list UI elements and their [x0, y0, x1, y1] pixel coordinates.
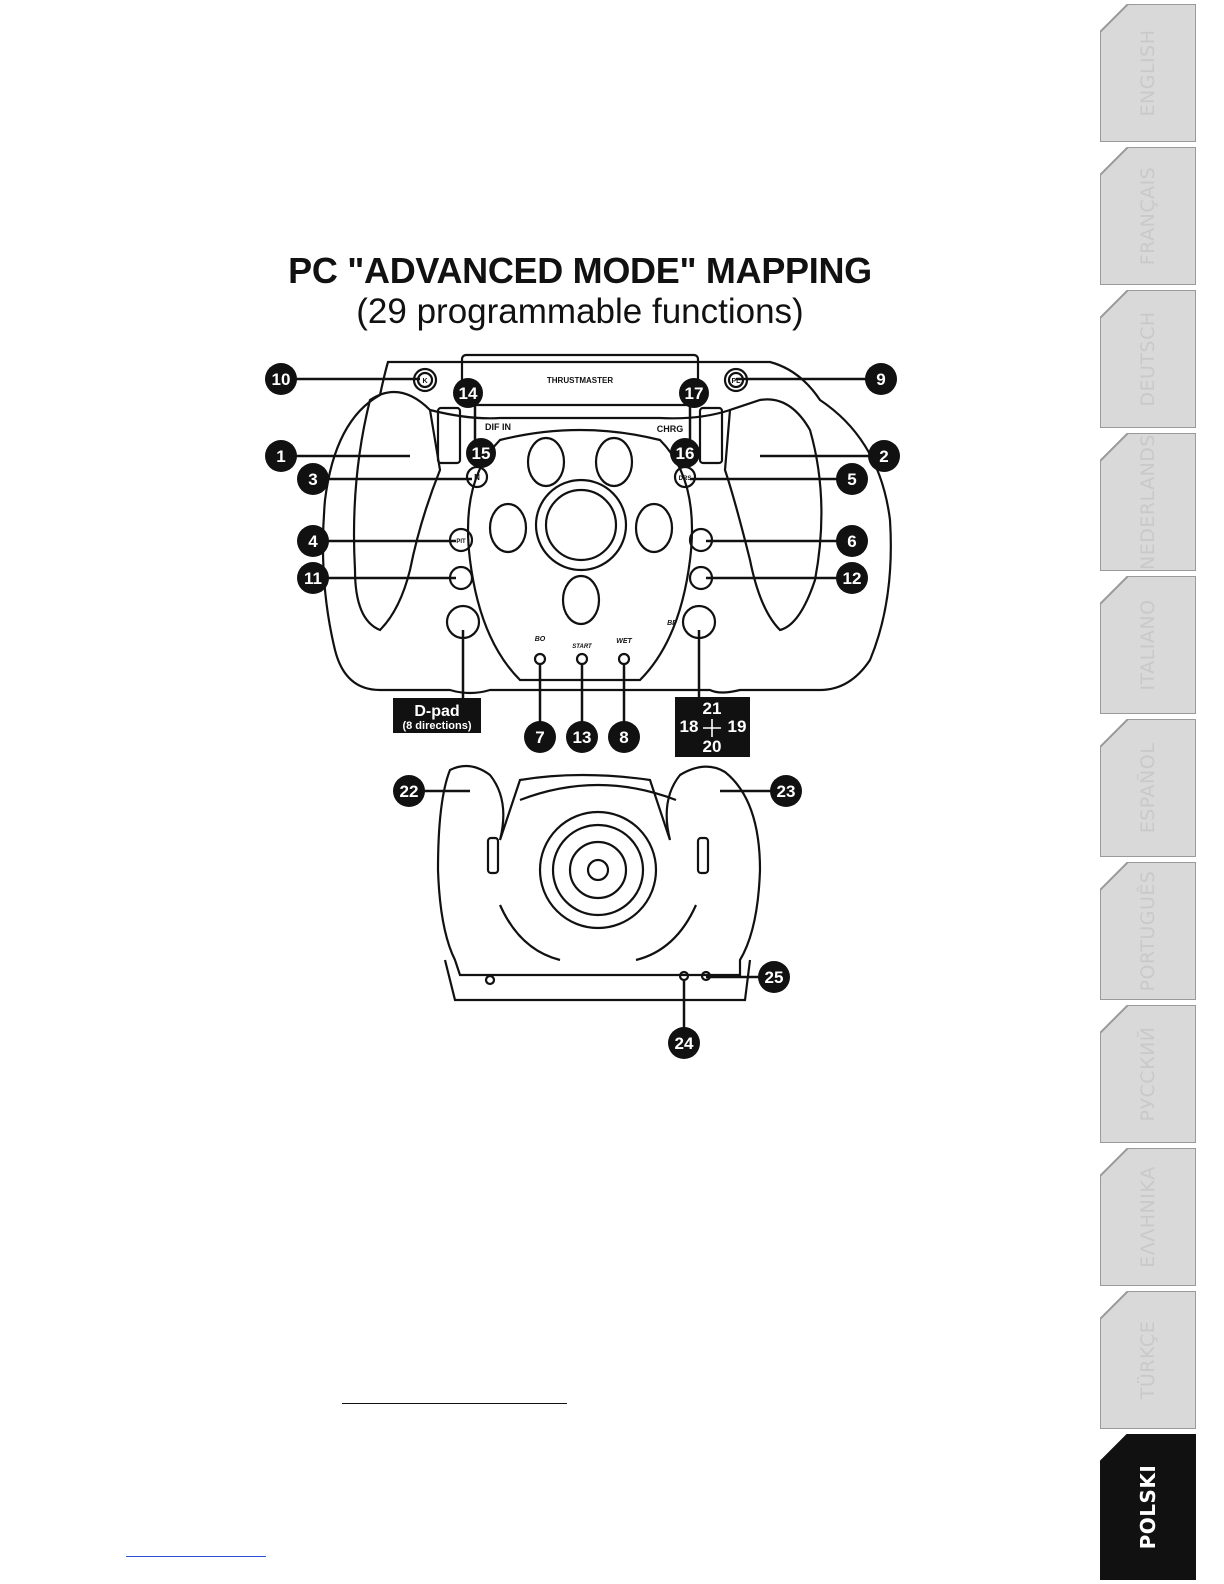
dpad-left-number: 18 — [680, 717, 699, 736]
callout-10: 10 — [272, 370, 291, 389]
dpad-down-number: 20 — [703, 737, 722, 756]
tab-francais-label: FRANÇAIS — [1137, 167, 1159, 266]
page-title: PC "ADVANCED MODE" MAPPING — [230, 250, 930, 292]
tab-italiano-label: ITALIANO — [1137, 599, 1159, 690]
callout-14: 14 — [459, 384, 478, 403]
callout-3: 3 — [308, 470, 317, 489]
tab-nederlands-label: NEDERLANDS — [1137, 434, 1159, 570]
callout-2: 2 — [879, 447, 888, 466]
callout-11: 11 — [304, 569, 322, 588]
tab-portugues-label: PORTUGUÊS — [1137, 871, 1159, 992]
page-subtitle: (29 programmable functions) — [230, 292, 930, 332]
callout-23: 23 — [777, 782, 796, 801]
button-drs-label: DRS — [679, 476, 692, 482]
knob-wet-label: WET — [616, 638, 632, 645]
button-pit-label: PIT — [456, 539, 466, 545]
quick-release-hub — [540, 812, 656, 928]
knob-bp-label: BP — [667, 620, 677, 627]
callout-24: 24 — [675, 1034, 694, 1053]
tab-ellinika-label: ΕΛΛΗΝΙΚΑ — [1137, 1166, 1159, 1268]
dpad-title: D-pad — [414, 703, 459, 720]
callout-17: 17 — [685, 384, 704, 403]
rear-wheel-outline — [438, 766, 760, 975]
dpad-subtitle: (8 directions) — [402, 720, 471, 732]
tab-english[interactable]: ENGLISH — [1100, 4, 1196, 142]
tab-turkce[interactable]: TÜRKÇE — [1100, 1291, 1196, 1429]
rotary-knob — [636, 504, 672, 552]
tab-turkce-label: TÜRKÇE — [1137, 1321, 1159, 1399]
footnote-link-underline[interactable] — [126, 1556, 266, 1557]
knob-start-label: START — [572, 644, 593, 650]
tab-espanol[interactable]: ESPAÑOL — [1100, 719, 1196, 857]
brand-logo: THRUSTMASTER — [547, 376, 613, 385]
tab-deutsch-label: DEUTSCH — [1137, 311, 1159, 406]
tab-english-label: ENGLISH — [1137, 30, 1159, 117]
callout-4: 4 — [308, 532, 318, 551]
wheel-mapping-diagram: THRUSTMASTER DIF IN CHRG N DRS PIT PL K … — [250, 345, 920, 1065]
tab-nederlands[interactable]: NEDERLANDS — [1100, 433, 1196, 571]
paddle-right-label: CHRG — [657, 424, 684, 434]
tab-italiano[interactable]: ITALIANO — [1100, 576, 1196, 714]
rotary-knob — [490, 504, 526, 552]
tab-portugues[interactable]: PORTUGUÊS — [1100, 862, 1196, 1000]
callout-16: 16 — [676, 444, 695, 463]
tab-russkiy[interactable]: РУССКИЙ — [1100, 1005, 1196, 1143]
button-n-label: N — [474, 473, 480, 482]
dpad-right-number: 19 — [728, 717, 747, 736]
tab-deutsch[interactable]: DEUTSCH — [1100, 290, 1196, 428]
callout-1: 1 — [276, 447, 285, 466]
callout-25: 25 — [765, 968, 784, 987]
button-k-label: K — [422, 378, 427, 385]
tab-espanol-label: ESPAÑOL — [1137, 743, 1159, 834]
callout-13: 13 — [573, 728, 592, 747]
tab-ellinika[interactable]: ΕΛΛΗΝΙΚΑ — [1100, 1148, 1196, 1286]
dpad-up-number: 21 — [703, 699, 722, 718]
tab-polski-label: POLSKI — [1136, 1465, 1160, 1550]
tab-russkiy-label: РУССКИЙ — [1137, 1027, 1159, 1122]
center-panel — [468, 430, 692, 680]
tab-francais[interactable]: FRANÇAIS — [1100, 147, 1196, 285]
callout-5: 5 — [847, 470, 856, 489]
rotary-knob — [596, 438, 632, 486]
knob-bo-label: BO — [535, 636, 546, 643]
callout-8: 8 — [619, 728, 628, 747]
callout-22: 22 — [400, 782, 419, 801]
language-tabs: ENGLISH FRANÇAIS DEUTSCH NEDERLANDS ITAL… — [1084, 0, 1224, 1584]
tab-polski[interactable]: POLSKI — [1100, 1434, 1196, 1580]
callout-12: 12 — [843, 569, 862, 588]
paddle-left-label: DIF IN — [485, 422, 511, 432]
callout-7: 7 — [535, 728, 544, 747]
footnote-separator — [342, 1403, 567, 1404]
callout-6: 6 — [847, 532, 856, 551]
callout-9: 9 — [876, 370, 885, 389]
rotary-knob — [528, 438, 564, 486]
rotary-knob — [563, 576, 599, 624]
wheel-outline — [323, 362, 891, 693]
callout-15: 15 — [472, 444, 491, 463]
